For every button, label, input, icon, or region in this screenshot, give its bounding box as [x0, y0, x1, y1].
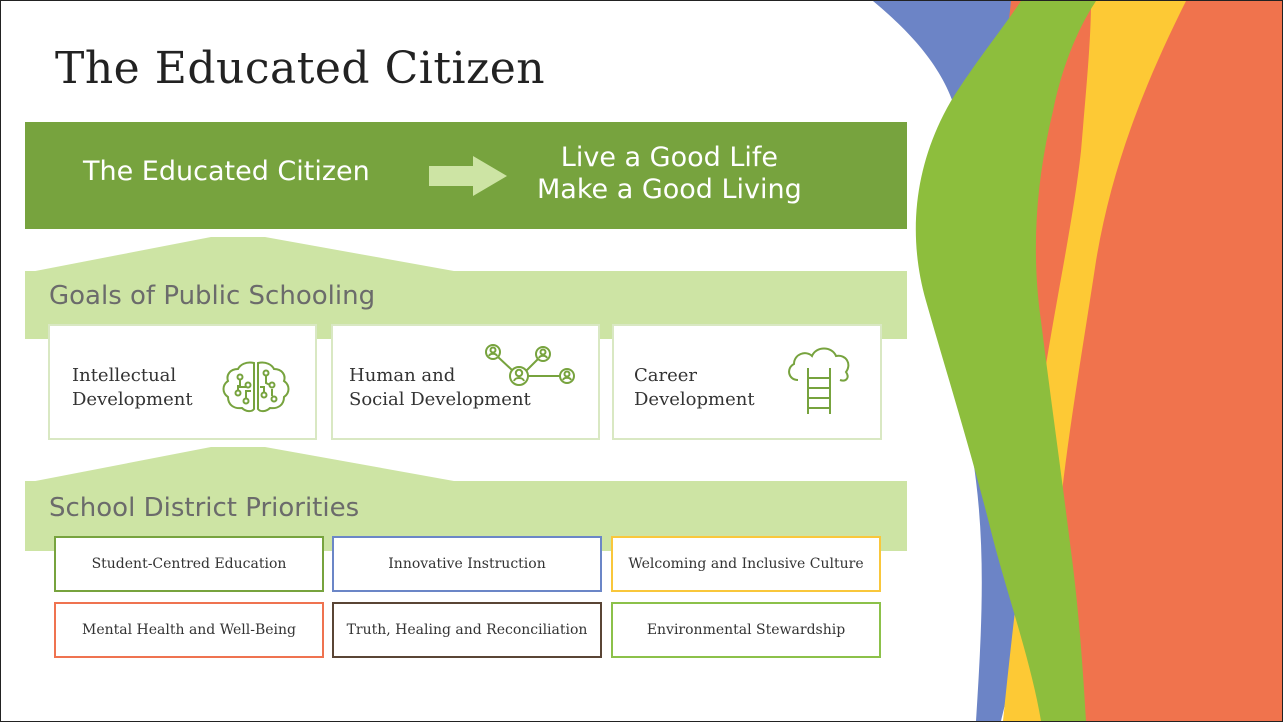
- goal-card-text: Intellectual Development: [72, 364, 193, 412]
- priority-label: Student-Centred Education: [91, 556, 287, 572]
- priority-truth-reconciliation: Truth, Healing and Reconciliation: [332, 602, 602, 658]
- priority-label: Truth, Healing and Reconciliation: [346, 622, 588, 638]
- goal-card-text: Human and Social Development: [349, 364, 531, 412]
- network-people-icon: [485, 344, 575, 386]
- priority-innovative-instruction: Innovative Instruction: [332, 536, 602, 592]
- upward-peak-2: [25, 447, 465, 483]
- cloud-ladder-icon: [788, 347, 850, 414]
- priority-label: Innovative Instruction: [388, 556, 546, 572]
- priority-mental-health: Mental Health and Well-Being: [54, 602, 324, 658]
- upward-peak-1: [25, 237, 465, 273]
- priority-label: Welcoming and Inclusive Culture: [628, 556, 864, 572]
- banner-right-line2: Make a Good Living: [537, 174, 802, 205]
- goal-card-line2: Social Development: [349, 389, 531, 410]
- goal-card-line2: Development: [634, 389, 755, 410]
- priority-environmental-stewardship: Environmental Stewardship: [611, 602, 881, 658]
- priority-welcoming-inclusive: Welcoming and Inclusive Culture: [611, 536, 881, 592]
- banner-right-line1: Live a Good Life: [560, 142, 778, 173]
- slide-title: The Educated Citizen: [55, 43, 546, 94]
- goal-card-line1: Career: [634, 365, 698, 386]
- goal-card-line1: Intellectual: [72, 365, 177, 386]
- right-arrow-icon: [429, 156, 507, 196]
- banner-left-text: The Educated Citizen: [83, 156, 370, 187]
- priorities-heading: School District Priorities: [49, 493, 360, 523]
- goal-card-line1: Human and: [349, 365, 456, 386]
- goal-card-career: Career Development: [612, 324, 882, 440]
- top-banner: The Educated Citizen Live a Good Life Ma…: [25, 122, 907, 229]
- goal-card-human-social: Human and Social Development: [331, 324, 600, 440]
- goal-card-line2: Development: [72, 389, 193, 410]
- green-ribbon: [915, 1, 1096, 721]
- banner-right-text: Live a Good Life Make a Good Living: [537, 142, 802, 206]
- brain-icon: [222, 361, 290, 413]
- priority-label: Mental Health and Well-Being: [82, 622, 296, 638]
- goals-heading: Goals of Public Schooling: [49, 281, 376, 311]
- priority-label: Environmental Stewardship: [646, 622, 846, 638]
- priority-student-centred: Student-Centred Education: [54, 536, 324, 592]
- goal-card-text: Career Development: [634, 364, 755, 412]
- goal-card-intellectual: Intellectual Development: [48, 324, 317, 440]
